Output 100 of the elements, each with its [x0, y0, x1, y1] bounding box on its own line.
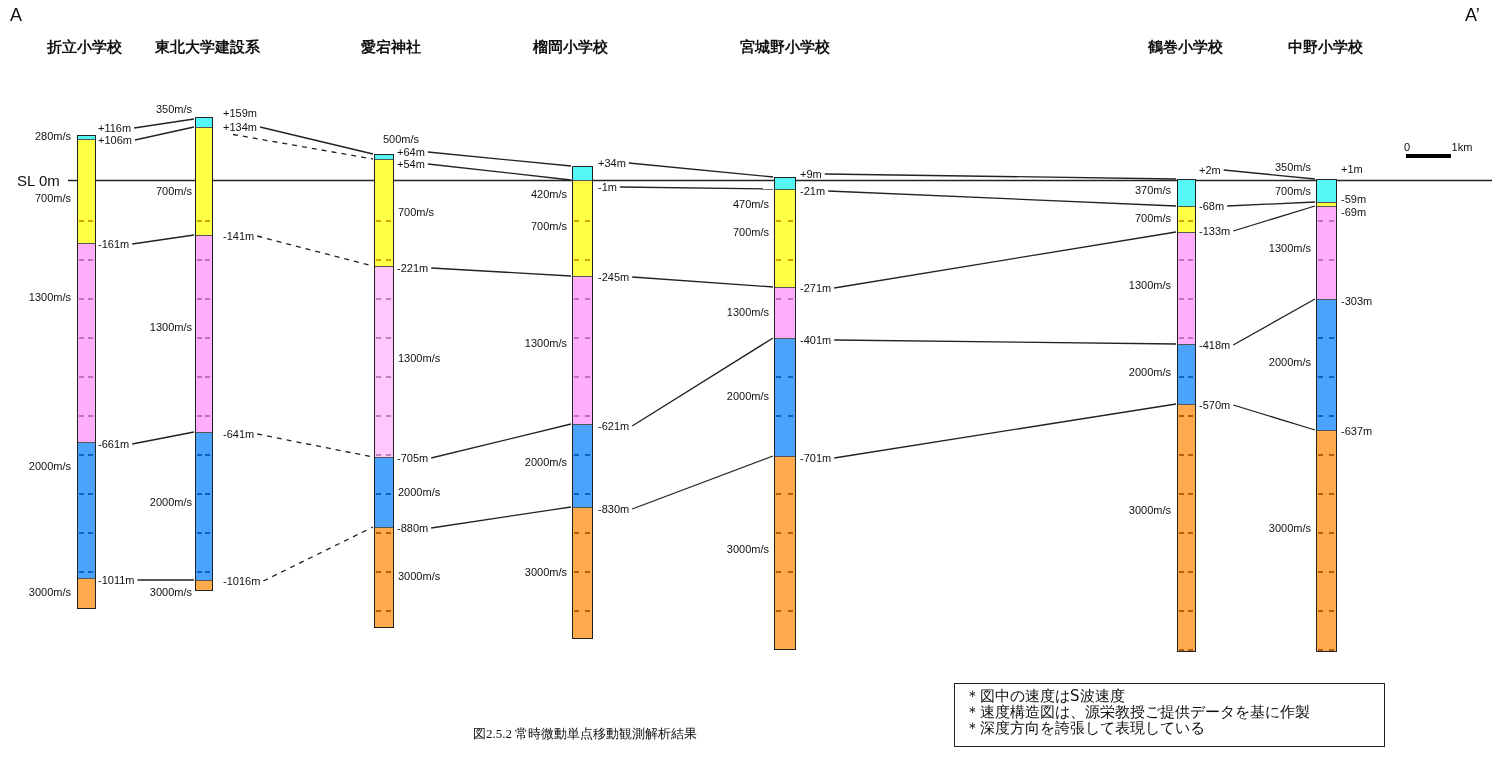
- velocity-label: 1300m/s: [1128, 278, 1171, 292]
- depth-label: -1011m: [98, 573, 135, 587]
- correlation-line: [631, 276, 774, 288]
- correlation-line: [134, 126, 195, 141]
- velocity-label: 700m/s: [34, 191, 71, 205]
- correlation-line: [631, 337, 774, 427]
- correlation-line: [262, 526, 374, 582]
- borehole-column: [572, 166, 593, 639]
- depth-label: +106m: [98, 133, 132, 147]
- depth-label: -221m: [397, 261, 429, 275]
- velocity-label: 2000m/s: [1128, 365, 1171, 379]
- correlation-line: [131, 431, 195, 445]
- note-text: ＊図中の速度はS波速度: [965, 688, 1126, 704]
- depth-label: +64m: [397, 145, 425, 159]
- borehole-column: [77, 135, 96, 609]
- correlation-line: [824, 173, 1177, 180]
- velocity-label: 700m/s: [1134, 211, 1171, 225]
- site-name: 愛宕神社: [361, 38, 421, 56]
- velocity-label: 3000m/s: [1128, 503, 1171, 517]
- borehole-column: [1177, 179, 1196, 652]
- depth-label: +9m: [800, 167, 822, 181]
- velocity-label: 1300m/s: [726, 305, 769, 319]
- depth-label: -401m: [800, 333, 832, 347]
- site-name: 折立小学校: [46, 38, 122, 56]
- note-box: [954, 683, 1385, 747]
- depth-label: -637m: [1341, 424, 1373, 438]
- correlation-line: [430, 423, 572, 459]
- correlation-line: [1232, 298, 1316, 346]
- correlation-line: [1226, 201, 1316, 207]
- corner-letter: A’: [1465, 4, 1480, 26]
- depth-label: -59m: [1341, 192, 1367, 206]
- note-text: ＊速度構造図は、源栄教授ご提供データを基に作製: [965, 704, 1311, 720]
- correlation-line: [631, 455, 774, 510]
- velocity-label: 1300m/s: [149, 320, 192, 334]
- depth-label: -245m: [598, 270, 630, 284]
- correlation-line: [136, 579, 195, 581]
- depth-label: -701m: [800, 451, 832, 465]
- velocity-label: 700m/s: [398, 205, 435, 219]
- site-name: 榴岡小学校: [532, 38, 608, 56]
- velocity-label: 3000m/s: [28, 585, 71, 599]
- depth-label: +116m: [98, 121, 132, 135]
- velocity-label: 3000m/s: [398, 569, 441, 583]
- depth-label: +54m: [397, 157, 425, 171]
- correlation-line: [1232, 404, 1316, 431]
- depth-label: -68m: [1199, 199, 1225, 213]
- correlation-line: [427, 163, 572, 181]
- depth-label: -69m: [1341, 205, 1367, 219]
- velocity-label: 280m/s: [34, 129, 71, 143]
- depth-label: +34m: [598, 156, 626, 170]
- depth-label: -161m: [98, 237, 130, 251]
- velocity-label: 3000m/s: [149, 585, 192, 599]
- site-name: 東北大学建設系: [154, 38, 260, 56]
- velocity-label: 1300m/s: [28, 290, 71, 304]
- borehole-column: [195, 117, 213, 591]
- depth-label: -1016m: [223, 574, 261, 588]
- velocity-label: 500m/s: [383, 132, 420, 146]
- corner-letter: A: [10, 4, 22, 26]
- velocity-label: 700m/s: [1274, 184, 1311, 198]
- correlation-line: [131, 234, 195, 245]
- depth-label: -303m: [1341, 294, 1373, 308]
- correlation-line: [628, 162, 774, 178]
- correlation-line: [833, 339, 1177, 345]
- depth-label: -418m: [1199, 338, 1231, 352]
- velocity-label: 3000m/s: [1268, 521, 1311, 535]
- site-name: 中野小学校: [1287, 38, 1363, 56]
- correlation-line: [1232, 205, 1316, 232]
- velocity-label: 350m/s: [1274, 160, 1311, 174]
- depth-label: +159m: [223, 106, 257, 120]
- depth-label: -271m: [800, 281, 832, 295]
- velocity-label: 470m/s: [732, 197, 769, 211]
- depth-label: +1m: [1341, 162, 1363, 176]
- depth-label: -570m: [1199, 398, 1231, 412]
- correlation-line: [232, 133, 374, 160]
- depth-label: -880m: [397, 521, 429, 535]
- depth-label: +134m: [223, 120, 257, 134]
- correlation-line: [427, 151, 572, 167]
- correlation-line: [1223, 169, 1316, 180]
- depth-label: -621m: [598, 419, 630, 433]
- scale-label: 1km: [1451, 140, 1473, 154]
- velocity-label: 700m/s: [732, 225, 769, 239]
- sea-level-label: SL 0m: [17, 172, 60, 190]
- velocity-label: 370m/s: [1134, 183, 1171, 197]
- depth-label: -641m: [223, 427, 255, 441]
- depth-label: -21m: [800, 184, 826, 198]
- correlation-line: [133, 118, 195, 129]
- correlation-line: [430, 506, 572, 529]
- depth-label: -141m: [223, 229, 255, 243]
- velocity-label: 2000m/s: [28, 459, 71, 473]
- velocity-label: 3000m/s: [726, 542, 769, 556]
- velocity-label: 2000m/s: [524, 455, 567, 469]
- velocity-label: 420m/s: [530, 187, 567, 201]
- site-name: 鶴巻小学校: [1147, 38, 1223, 56]
- velocity-label: 1300m/s: [524, 336, 567, 350]
- velocity-label: 700m/s: [155, 184, 192, 198]
- velocity-label: 2000m/s: [1268, 355, 1311, 369]
- velocity-label: 1300m/s: [398, 351, 441, 365]
- scale-label: 0: [1403, 140, 1411, 154]
- note-text: ＊深度方向を誇張して表現している: [965, 720, 1206, 736]
- correlation-line: [827, 190, 1177, 207]
- borehole-column: [1316, 179, 1337, 652]
